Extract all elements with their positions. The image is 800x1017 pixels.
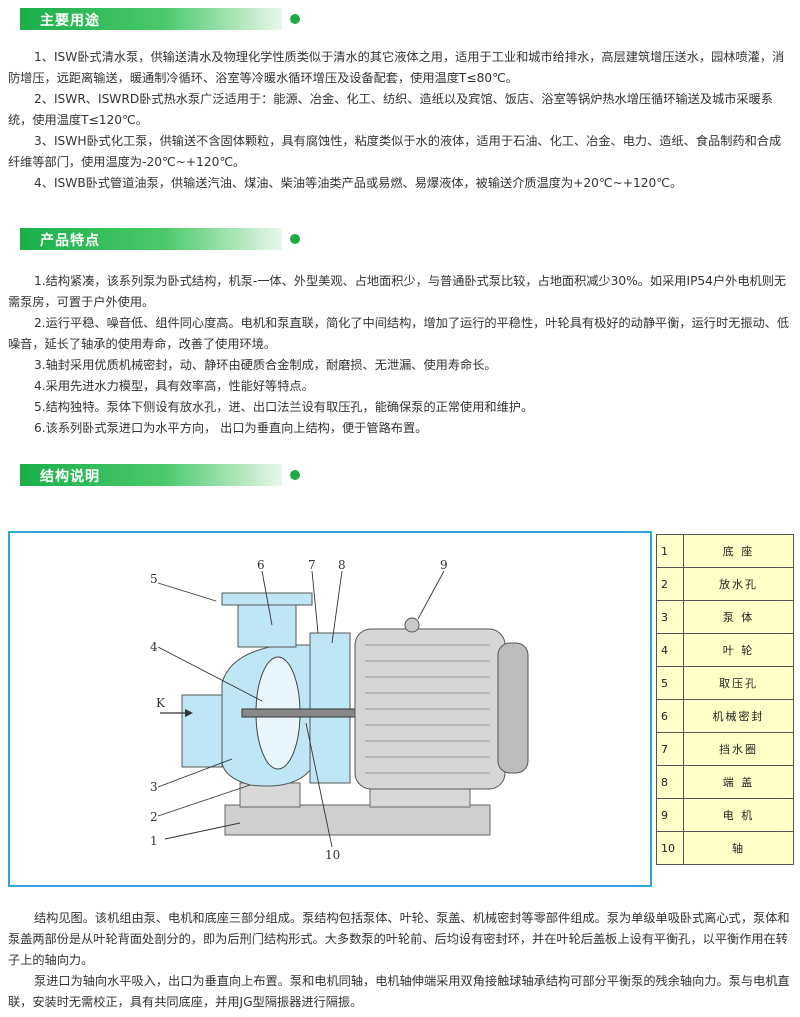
structure-description: 结构见图。该机组由泵、电机和底座三部分组成。泵结构包括泵体、叶轮、泵盖、机械密封… — [8, 908, 792, 1013]
arrow-head-icon — [185, 709, 193, 717]
legend-number: 4 — [656, 633, 684, 667]
callout-5: 5 — [150, 572, 158, 586]
usage-paragraph: 4、ISWB卧式管道油泵，供输送汽油、煤油、柴油等油类产品或易燃、易爆液体，被输… — [34, 176, 683, 190]
legend-number: 3 — [656, 600, 684, 634]
callout-6: 6 — [257, 558, 265, 572]
section-header-bar — [20, 228, 282, 250]
features-paragraph: 5.结构独特。泵体下侧设有放水孔，进、出口法兰设有取压孔，能确保泵的正常使用和维… — [34, 400, 534, 414]
end-cover — [309, 632, 351, 784]
callout-1: 1 — [150, 834, 158, 848]
green-dot-icon — [290, 234, 300, 244]
base-plate — [224, 804, 491, 836]
legend-label: 底 座 — [683, 534, 794, 568]
legend-number: 5 — [656, 666, 684, 700]
inlet-flange — [181, 694, 223, 768]
features-text: 1.结构紧凑，该系列泵为卧式结构，机泵-一体、外型美观、占地面积少，与普通卧式泵… — [8, 271, 792, 439]
legend-number: 9 — [656, 798, 684, 832]
usage-paragraph: 2、ISWR、ISWRD卧式热水泵广泛适用于：能源、冶金、化工、纺织、造纸以及宾… — [8, 92, 773, 127]
callout-4: 4 — [150, 640, 158, 654]
features-paragraph: 1.结构紧凑，该系列泵为卧式结构，机泵-一体、外型美观、占地面积少，与普通卧式泵… — [8, 274, 787, 309]
usage-text: 1、ISW卧式清水泵，供输送清水及物理化学性质类似于清水的其它液体之用，适用于工… — [8, 47, 792, 194]
legend-number: 10 — [656, 831, 684, 865]
usage-paragraph: 3、ISWH卧式化工泵，供输送不含固体颗粒，具有腐蚀性，粘度类似于水的液体，适用… — [8, 134, 782, 169]
legend-label: 电 机 — [683, 798, 794, 832]
legend-label: 取压孔 — [683, 666, 794, 700]
leader-lines — [157, 570, 445, 848]
legend-number: 8 — [656, 765, 684, 799]
callout-7: 7 — [308, 558, 316, 572]
callout-3: 3 — [150, 780, 158, 794]
legend-label: 机械密封 — [683, 699, 794, 733]
legend-label: 泵 体 — [683, 600, 794, 634]
description-paragraph: 结构见图。该机组由泵、电机和底座三部分组成。泵结构包括泵体、叶轮、泵盖、机械密封… — [8, 911, 790, 967]
outlet-pipe — [237, 598, 297, 648]
motor-fan-cover — [497, 642, 529, 774]
section-header-bar — [20, 8, 282, 30]
legend-number: 7 — [656, 732, 684, 766]
lifting-eye — [404, 617, 420, 633]
legend-number: 6 — [656, 699, 684, 733]
callout-8: 8 — [338, 558, 346, 572]
pump-structure-diagram: K 1 2 3 4 5 6 7 8 9 10 — [8, 531, 652, 887]
callout-10: 10 — [325, 848, 340, 862]
legend-label: 放水孔 — [683, 567, 794, 601]
legend-label: 叶 轮 — [683, 633, 794, 667]
callout-2: 2 — [150, 810, 158, 824]
shaft — [241, 708, 363, 718]
features-paragraph: 2.运行平稳、噪音低、组件同心度高。电机和泵直联，简化了中间结构，增加了运行的平… — [8, 316, 790, 351]
legend-number: 2 — [656, 567, 684, 601]
description-paragraph: 泵进口为轴向水平吸入，出口为垂直向上布置。泵和电机同轴，电机轴伸端采用双角接触球… — [8, 974, 790, 1009]
features-paragraph: 6.该系列卧式泵进口为水平方向， 出口为垂直向上结构，便于管路布置。 — [34, 421, 428, 435]
legend-number: 1 — [656, 534, 684, 568]
section-header-usage: 主要用途 — [20, 8, 300, 30]
section-header-structure: 结构说明 — [20, 464, 300, 486]
green-dot-icon — [290, 14, 300, 24]
pump-support — [239, 782, 301, 808]
legend-label: 挡水圈 — [683, 732, 794, 766]
section-header-features: 产品特点 — [20, 228, 300, 250]
section-title-features: 产品特点 — [40, 233, 100, 249]
section-title-structure: 结构说明 — [40, 469, 100, 485]
usage-paragraph: 1、ISW卧式清水泵，供输送清水及物理化学性质类似于清水的其它液体之用，适用于工… — [8, 50, 785, 85]
green-dot-icon — [290, 470, 300, 480]
callout-9: 9 — [440, 558, 448, 572]
features-paragraph: 3.轴封采用优质机械密封，动、静环由硬质合金制成，耐磨损、无泄漏、使用寿命长。 — [34, 358, 497, 372]
features-paragraph: 4.采用先进水力模型，具有效率高，性能好等特点。 — [34, 379, 314, 393]
section-header-bar — [20, 464, 282, 486]
pump-drawing: K 1 2 3 4 5 6 7 8 9 10 — [150, 558, 529, 862]
legend-label: 轴 — [683, 831, 794, 865]
section-title-usage: 主要用途 — [40, 13, 100, 29]
arrow-label: K — [156, 696, 166, 710]
legend-label: 端 盖 — [683, 765, 794, 799]
